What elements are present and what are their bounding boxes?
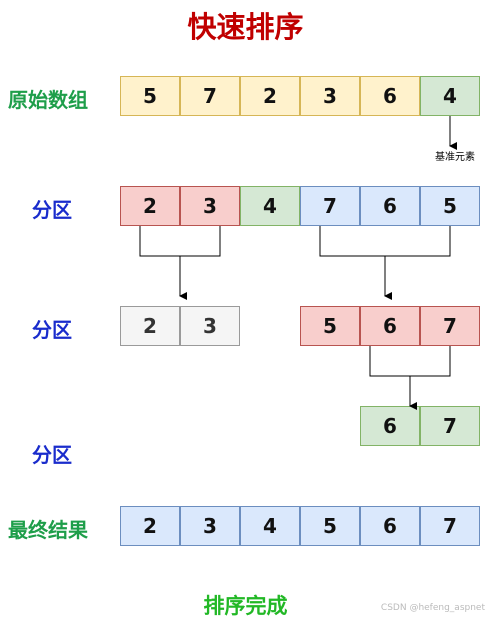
sort-complete-label: 排序完成 [203,594,288,618]
watermark: CSDN @hefeng_aspnet [380,603,485,613]
right-bracket-connector [319,226,451,257]
row-label-partition-1: 分区 [32,198,72,222]
array-cell: 5 [420,186,480,226]
array-cell: 5 [300,306,360,346]
pivot-cell: 4 [420,76,480,116]
row-label-partition-3: 分区 [32,443,72,467]
array-cell: 7 [420,306,480,346]
array-cell: 3 [300,76,360,116]
pivot-note: 基准元素 [435,152,475,163]
array-cell: 2 [120,186,180,226]
array-cell: 3 [180,306,240,346]
array-cell: 6 [360,406,420,446]
pivot-cell: 4 [240,186,300,226]
array-cell: 5 [120,76,180,116]
result-cell: 3 [180,506,240,546]
result-cell: 6 [360,506,420,546]
array-cell: 7 [420,406,480,446]
array-cell: 7 [180,76,240,116]
row-label-final: 最终结果 [8,518,88,542]
diagram-title: 快速排序 [187,10,304,44]
array-cell: 2 [120,306,180,346]
array-cell: 7 [300,186,360,226]
array-cell: 3 [180,186,240,226]
result-cell: 2 [120,506,180,546]
array-cell: 6 [360,306,420,346]
left-bracket-connector [139,226,221,257]
array-cell: 6 [360,76,420,116]
row-label-original: 原始数组 [8,88,88,112]
result-cell: 5 [300,506,360,546]
result-cell: 7 [420,506,480,546]
array-cell: 2 [240,76,300,116]
array-cell: 6 [360,186,420,226]
result-cell: 4 [240,506,300,546]
sub-bracket-connector [369,346,451,377]
row-label-partition-2: 分区 [32,318,72,342]
